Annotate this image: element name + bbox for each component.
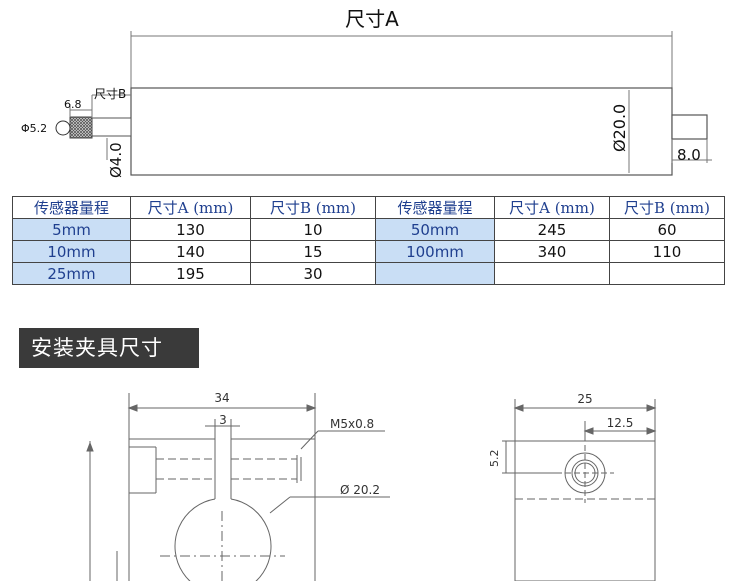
side-half-label: 12.5: [607, 416, 634, 430]
screw-spec-label: M5x0.8: [330, 417, 374, 431]
side-height-label: 5.2: [488, 450, 501, 468]
value-cell: 60: [609, 218, 725, 241]
knurled-tip: [69, 116, 93, 139]
range-cell: [375, 262, 495, 285]
dimension-a-title: 尺寸A: [345, 7, 399, 31]
value-cell: 10: [250, 218, 376, 241]
table-header-row: 传感器量程 尺寸A (mm) 尺寸B (mm) 传感器量程 尺寸A (mm) 尺…: [12, 196, 725, 219]
sensor-cable-stub: [671, 114, 708, 140]
phi-5-2-label: Φ5.2: [21, 122, 47, 135]
bore-diameter-label: Ø 20.2: [340, 483, 380, 497]
dia-4-0-label: Ø4.0: [107, 142, 125, 178]
probe-rod: [91, 117, 132, 137]
value-cell: 15: [250, 240, 376, 263]
value-cell: 340: [494, 240, 610, 263]
range-cell: 50mm: [375, 218, 495, 241]
spec-table: 传感器量程 尺寸A (mm) 尺寸B (mm) 传感器量程 尺寸A (mm) 尺…: [12, 196, 725, 285]
table-row: 5mm 130 10 50mm 245 60: [12, 218, 725, 241]
table-row: 10mm 140 15 100mm 340 110: [12, 240, 725, 263]
header-cell: 尺寸B (mm): [609, 196, 725, 219]
fixture-front-view: [86, 393, 390, 581]
side-width-label: 25: [577, 392, 592, 406]
header-cell: 尺寸B (mm): [250, 196, 376, 219]
range-cell: 100mm: [375, 240, 495, 263]
header-cell: 尺寸A (mm): [130, 196, 251, 219]
value-cell: 245: [494, 218, 610, 241]
fixture-slot-label: 3: [219, 413, 227, 427]
dia-20-0-label: Ø20.0: [610, 104, 629, 152]
fixture-drawing: 34 3 M5x0.8 Ø 20.2 25 12.5 5.2: [86, 391, 657, 581]
table-row: 25mm 195 30: [12, 262, 725, 285]
value-cell: 30: [250, 262, 376, 285]
range-cell: 25mm: [12, 262, 131, 285]
dimension-8-0-label: 8.0: [677, 146, 701, 164]
section-banner: 安装夹具尺寸: [19, 328, 199, 368]
header-cell: 尺寸A (mm): [494, 196, 610, 219]
sensor-body: [130, 87, 673, 176]
probe-ball: [55, 120, 71, 136]
fixture-side-view: [502, 399, 657, 581]
header-cell: 传感器量程: [375, 196, 495, 219]
sensor-drawing: 尺寸A 尺寸B 6.8 Φ5.2 Ø4.0 Ø20.0 8.0: [21, 7, 712, 178]
dimension-b-label: 尺寸B: [94, 87, 126, 101]
value-cell: 110: [609, 240, 725, 263]
value-cell: 140: [130, 240, 251, 263]
value-cell: [609, 262, 725, 285]
fixture-width-label: 34: [214, 391, 229, 405]
header-cell: 传感器量程: [12, 196, 131, 219]
value-cell: 195: [130, 262, 251, 285]
dimension-6-8-label: 6.8: [64, 98, 82, 111]
range-cell: 5mm: [12, 218, 131, 241]
range-cell: 10mm: [12, 240, 131, 263]
value-cell: [494, 262, 610, 285]
value-cell: 130: [130, 218, 251, 241]
